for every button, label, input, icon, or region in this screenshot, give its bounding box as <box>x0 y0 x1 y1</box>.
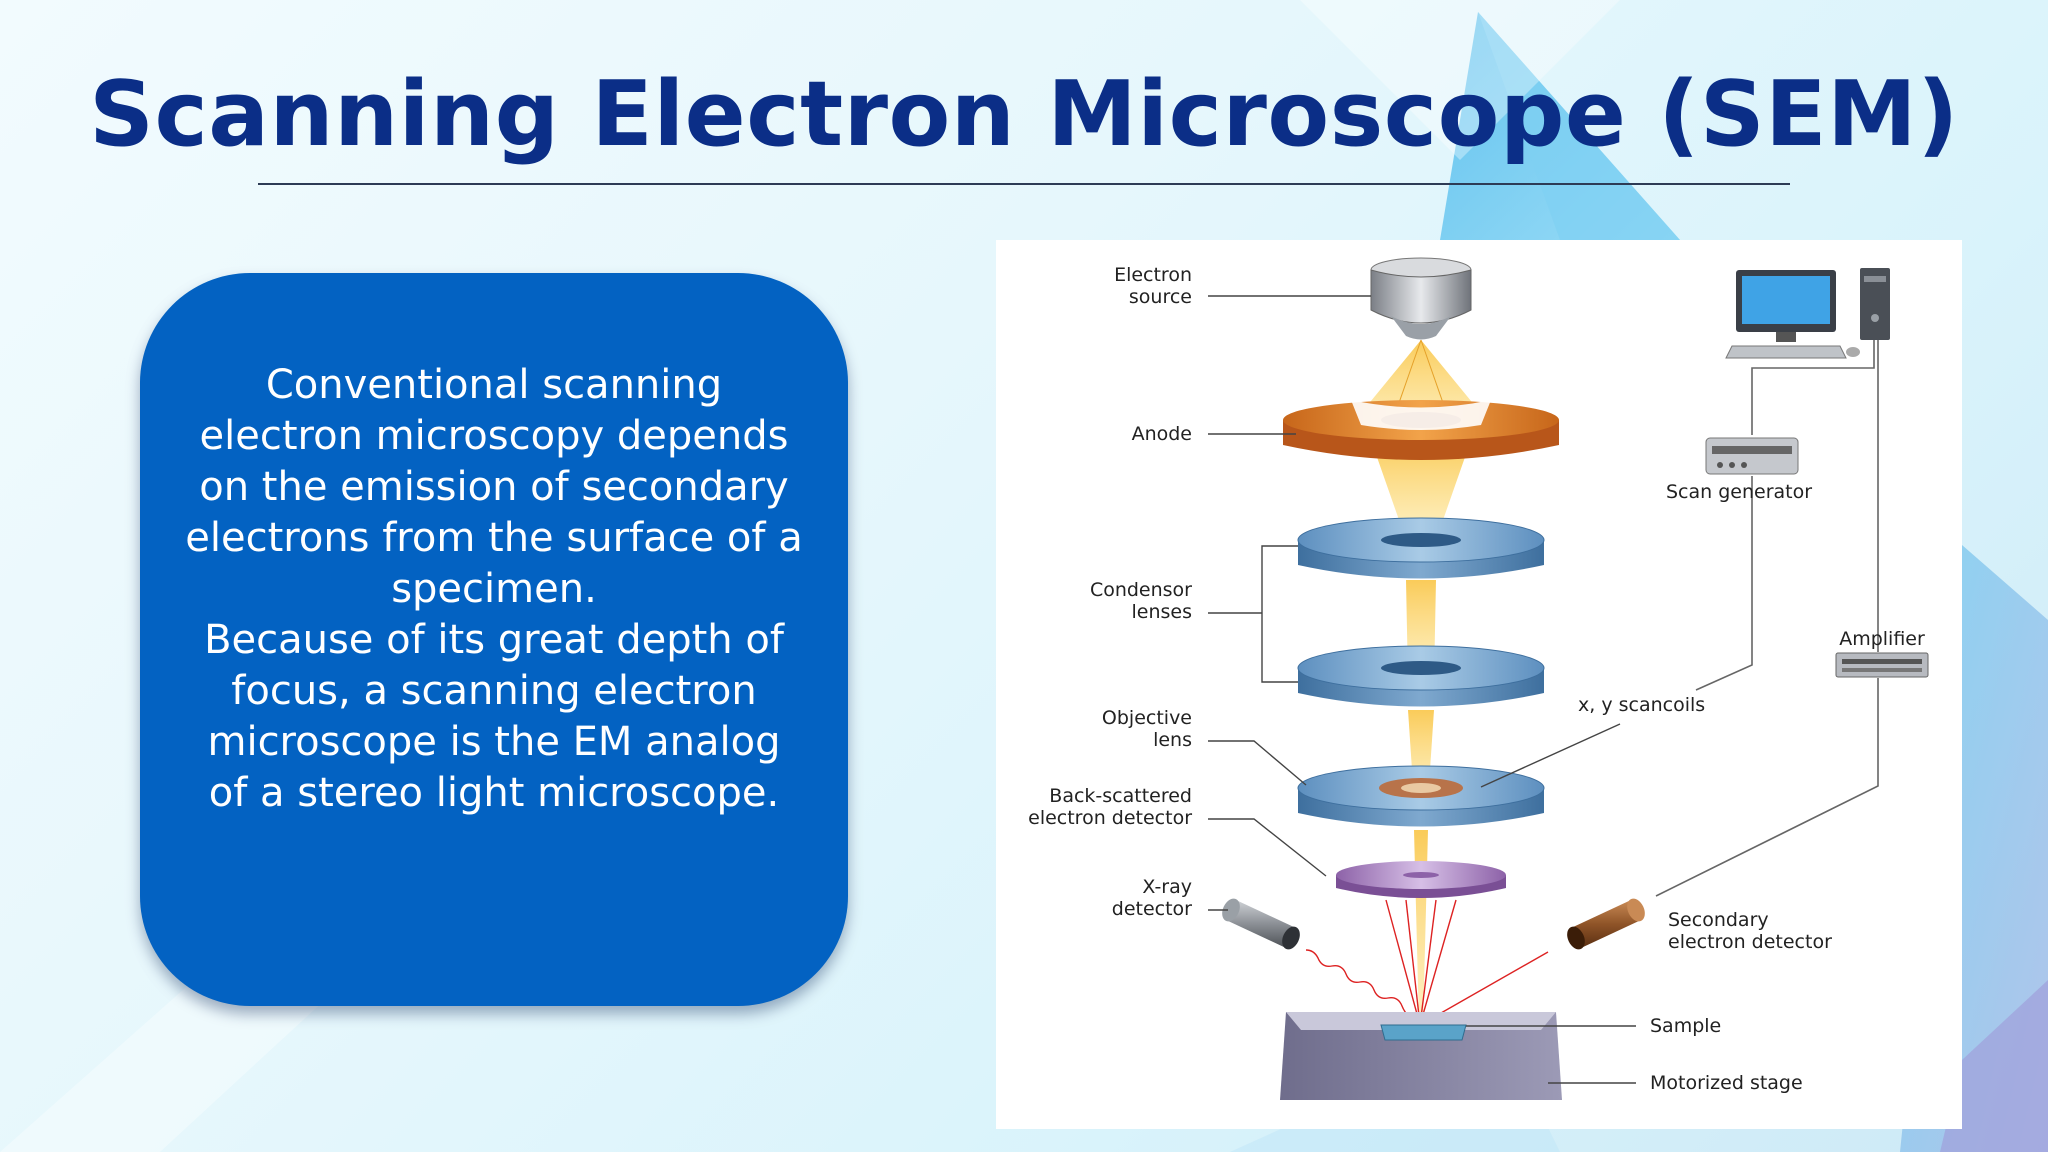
paragraph-depth-of-focus: Because of its great depth of focus, a s… <box>204 617 784 816</box>
label-amplifier: Amplifier <box>1839 628 1925 650</box>
connection-wires <box>1655 340 1879 897</box>
description-text: Conventional scanning electron microscop… <box>184 360 804 819</box>
label-secondary-1: Secondary <box>1668 909 1769 931</box>
label-scan-generator: Scan generator <box>1666 481 1812 503</box>
condenser-lens-1-icon <box>1297 517 1545 579</box>
label-condensor-2: lenses <box>1132 601 1193 623</box>
label-objective-1: Objective <box>1102 707 1192 729</box>
anode-icon <box>1283 400 1559 460</box>
label-xray-2: detector <box>1112 898 1192 920</box>
label-backscattered-2: electron detector <box>1028 807 1192 829</box>
diagram-labels: Electron source Anode Condensor lenses O… <box>1028 264 1925 1094</box>
label-condensor-1: Condensor <box>1090 579 1192 601</box>
label-objective-2: lens <box>1153 729 1192 751</box>
objective-lens-icon <box>1297 765 1545 827</box>
secondary-detector-icon <box>1567 898 1645 950</box>
amplifier-icon <box>1835 652 1929 678</box>
label-sample: Sample <box>1650 1015 1721 1037</box>
label-electron-source-1: Electron <box>1114 264 1192 286</box>
signal-rays <box>1305 899 1549 1026</box>
electron-source-icon <box>1370 257 1472 340</box>
label-motorized-stage: Motorized stage <box>1650 1072 1803 1094</box>
backscattered-detector-icon <box>1336 861 1506 898</box>
condenser-lens-2-icon <box>1297 645 1545 707</box>
label-electron-source-2: source <box>1129 286 1192 308</box>
sem-diagram-svg: Electron source Anode Condensor lenses O… <box>1028 257 1929 1100</box>
computer-icon <box>1725 268 1890 359</box>
label-scancoils: x, y scancoils <box>1578 694 1705 716</box>
scan-generator-icon <box>1705 437 1799 475</box>
paragraph-emission: Conventional scanning electron microscop… <box>185 362 803 612</box>
label-anode: Anode <box>1132 423 1192 445</box>
description-panel: Conventional scanning electron microscop… <box>140 273 848 1006</box>
sample-icon <box>1380 1024 1467 1041</box>
slide-title: Scanning Electron Microscope (SEM) <box>89 62 1959 167</box>
title-underline <box>258 183 1790 185</box>
xray-detector-icon <box>1222 898 1300 950</box>
sem-diagram: Electron source Anode Condensor lenses O… <box>996 240 1962 1129</box>
leader-lines <box>1208 295 1636 1084</box>
label-backscattered-1: Back-scattered <box>1049 785 1192 807</box>
label-xray-1: X-ray <box>1142 876 1192 898</box>
label-secondary-2: electron detector <box>1668 931 1832 953</box>
